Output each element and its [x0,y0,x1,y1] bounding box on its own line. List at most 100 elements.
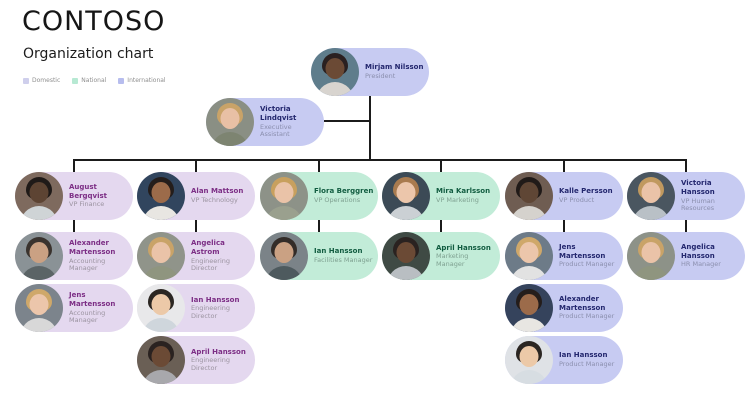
connector-line [440,220,442,232]
org-node-august[interactable]: August Bergqvist VP Finance [15,172,133,220]
person-name: Flora Berggren [314,187,374,196]
org-node-angelica-a[interactable]: Angelica Astrom Engineering Director [137,232,255,280]
avatar-shoulders [510,318,548,332]
org-node-ian-p[interactable]: Ian Hansson Product Manager [505,336,623,384]
legend-label-domestic: Domestic [32,77,61,84]
person-text: Jens Martensson Product Manager [553,243,619,269]
connector-line [324,120,370,122]
person-role: Product Manager [559,260,615,269]
person-photo [137,336,185,384]
org-node-flora[interactable]: Flora Berggren VP Operations [260,172,378,220]
avatar-head [396,182,416,203]
person-text: Flora Berggren VP Operations [308,187,374,204]
connector-line [563,159,565,172]
person-photo [505,232,553,280]
company-logo-text: CONTOSO [22,6,166,37]
person-name: Jens Martensson [69,291,116,308]
avatar-head [151,294,171,315]
connector-line [73,220,75,232]
avatar-head [519,242,539,263]
org-node-alan[interactable]: Alan Mattson VP Technology [137,172,255,220]
org-node-victoria-h[interactable]: Victoria Hansson VP Human Resources [627,172,745,220]
legend-swatch-domestic [23,77,29,84]
avatar-head [641,242,661,263]
org-node-jens-p[interactable]: Jens Martensson Product Manager [505,232,623,280]
person-name: Victoria Lindqvist [260,105,297,122]
org-node-alexander-p[interactable]: Alexander Martensson Product Manager [505,284,623,332]
connector-line [369,96,371,161]
person-name: Angelica Hansson [681,243,715,260]
avatar-shoulders [510,266,548,280]
person-photo [137,172,185,220]
person-name: Jens Martensson [559,243,606,260]
person-photo [311,48,359,96]
person-role: Product Manager [559,360,615,369]
person-role: VP Product [559,196,595,205]
person-photo [15,172,63,220]
avatar-head [519,346,539,367]
person-role: Engineering Director [191,256,230,273]
avatar-head [151,182,171,203]
avatar-head [29,182,49,203]
org-node-angelica-h[interactable]: Angelica Hansson HR Manager [627,232,745,280]
avatar-head [396,242,416,263]
avatar-shoulders [20,266,58,280]
connector-line [563,220,565,232]
avatar-head [274,242,294,263]
org-node-april-e[interactable]: April Hansson Engineering Director [137,336,255,384]
person-text: Alexander Martensson Product Manager [553,295,619,321]
org-node-april-m[interactable]: April Hansson Marketing Manager [382,232,500,280]
legend: Domestic National International [23,77,166,84]
org-node-kalle[interactable]: Kalle Persson VP Product [505,172,623,220]
person-name: Ian Hansson [559,351,608,360]
person-role: VP Technology [191,196,238,205]
org-node-victoria-l[interactable]: Victoria Lindqvist Executive Assistant [206,98,324,146]
person-role: Engineering Director [191,356,230,372]
person-photo [627,172,675,220]
avatar-shoulders [632,206,670,220]
legend-label-national: National [81,77,107,84]
person-role: Product Manager [559,312,615,321]
page-title: Organization chart [23,46,154,62]
legend-swatch-international [118,77,125,84]
org-node-mira[interactable]: Mira Karlsson VP Marketing [382,172,500,220]
person-photo [382,172,430,220]
connector-line [195,159,197,172]
person-photo [505,172,553,220]
connector-line [73,159,75,172]
legend-item-national: National [72,77,106,84]
org-node-jens-a[interactable]: Jens Martensson Accounting Manager [15,284,133,332]
avatar-head [325,58,345,79]
person-role: Accounting Manager [69,256,106,273]
org-node-mirjam[interactable]: Mirjam Nilsson President [311,48,429,96]
person-photo [137,232,185,280]
person-name: Alexander Martensson [559,295,606,312]
person-role: Executive Assistant [260,122,292,139]
person-name: Victoria Hansson [681,179,715,196]
org-node-alexander-a[interactable]: Alexander Martensson Accounting Manager [15,232,133,280]
avatar-shoulders [142,370,180,384]
person-role: VP Operations [314,196,361,205]
person-text: August Bergqvist VP Finance [63,183,129,209]
person-role: HR Manager [681,260,721,269]
person-name: Ian Hansson [314,247,363,256]
person-text: Mirjam Nilsson President [359,63,425,80]
person-photo [15,232,63,280]
person-role: VP Finance [69,200,105,209]
org-node-ian-f[interactable]: Ian Hansson Facilities Manager [260,232,378,280]
org-node-ian-e[interactable]: Ian Hansson Engineering Director [137,284,255,332]
avatar-shoulders [510,370,548,384]
person-text: Ian Hansson Facilities Manager [308,247,374,264]
avatar-shoulders [632,266,670,280]
person-photo [206,98,254,146]
avatar-shoulders [316,82,354,96]
person-photo [260,172,308,220]
avatar-head [151,346,171,367]
avatar-shoulders [20,206,58,220]
person-photo [15,284,63,332]
person-text: Angelica Astrom Engineering Director [185,239,251,272]
connector-line [195,220,197,232]
connector-line [440,159,442,172]
person-role: Accounting Manager [69,308,106,325]
legend-label-international: International [127,77,166,84]
